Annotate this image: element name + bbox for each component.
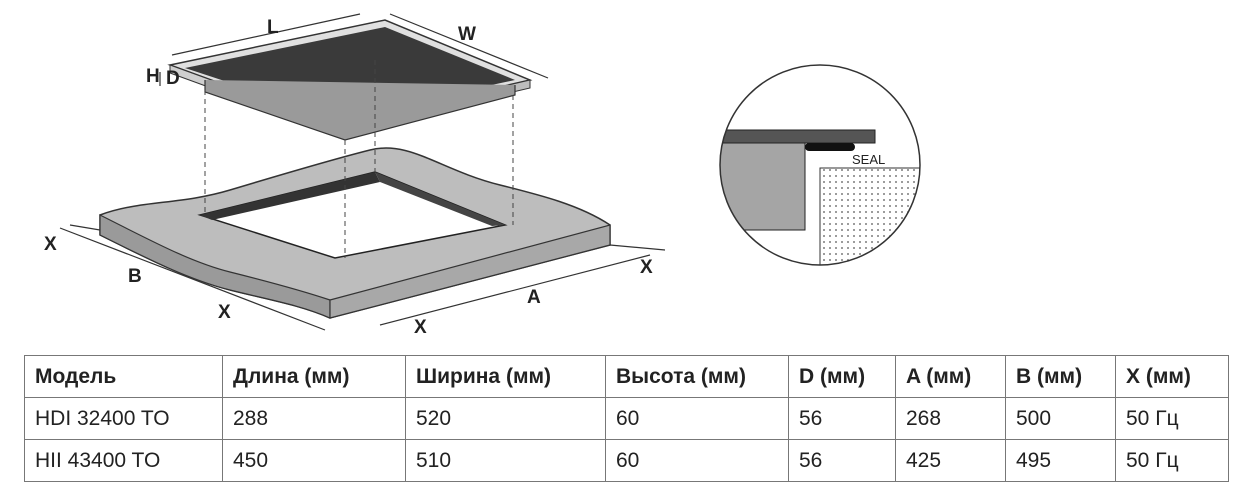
cell-d: 56 [788,439,896,482]
header-d: D (мм) [788,355,896,398]
label-b: B [128,266,142,287]
label-h: H [146,66,160,87]
label-w: W [458,24,476,45]
hob [167,19,533,141]
cell-x: 50 Гц [1115,397,1229,440]
header-length: Длина (мм) [222,355,406,398]
cell-x: 50 Гц [1115,439,1229,482]
cell-height: 60 [605,397,789,440]
label-x-right: X [640,257,653,278]
dimension-lines [59,13,666,331]
header-model: Модель [24,355,223,398]
cell-model: HII 43400 TO [24,439,223,482]
header-b: B (мм) [1005,355,1116,398]
cell-b: 495 [1005,439,1116,482]
header-x: X (мм) [1115,355,1229,398]
cell-length: 450 [222,439,406,482]
cell-a: 425 [895,439,1006,482]
cell-b: 500 [1005,397,1116,440]
cell-width: 510 [405,439,606,482]
label-x-front: X [414,317,427,338]
label-x-bottom: X [218,302,231,323]
cell-length: 288 [222,397,406,440]
cell-width: 520 [405,397,606,440]
header-a: A (мм) [895,355,1006,398]
table-header-row: Модель Длина (мм) Ширина (мм) Высота (мм… [24,355,1229,398]
label-d: D [166,68,180,89]
cell-model: HDI 32400 TO [24,397,223,440]
projection-lines [204,60,514,258]
header-height: Высота (мм) [605,355,789,398]
label-x-left: X [44,234,57,255]
header-width: Ширина (мм) [405,355,606,398]
table-row: HII 43400 TO 450 510 60 56 425 495 50 Гц [24,439,1229,482]
countertop [99,147,611,319]
installation-diagram: L W H D X B X A X X SEAL [44,13,921,338]
specs-table: Модель Длина (мм) Ширина (мм) Высота (мм… [24,355,1229,482]
cell-d: 56 [788,397,896,440]
cell-height: 60 [605,439,789,482]
label-a: A [527,287,541,308]
seal-label: SEAL [852,152,885,167]
seal-detail: SEAL [719,64,921,266]
label-l: L [267,17,279,38]
cell-a: 268 [895,397,1006,440]
table-row: HDI 32400 TO 288 520 60 56 268 500 50 Гц [24,397,1229,440]
